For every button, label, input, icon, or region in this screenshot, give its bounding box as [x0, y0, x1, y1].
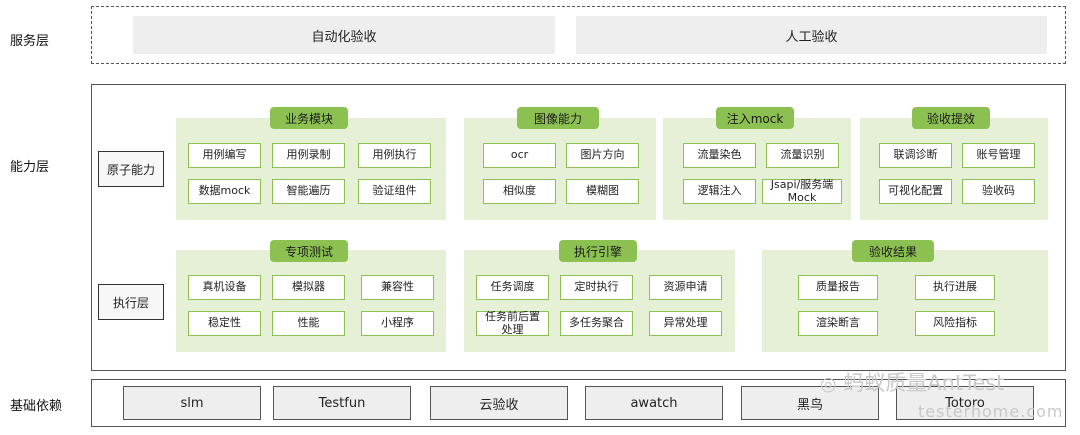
- inject-mock-panel: [663, 118, 851, 220]
- efficiency-item: 验收码: [962, 179, 1035, 204]
- wechat-icon: ◎: [820, 373, 837, 395]
- business-module-panel: [176, 118, 446, 220]
- base-item: 黑鸟: [741, 386, 879, 420]
- service-layer-frame: [91, 6, 1066, 64]
- engine-item: 任务前后置 处理: [476, 309, 549, 336]
- image-item: 模糊图: [566, 179, 639, 204]
- result-item: 渲染断言: [798, 311, 878, 336]
- base-item: Totoro: [896, 386, 1034, 420]
- special-item: 真机设备: [188, 275, 261, 300]
- engine-item-text: 任务前后置 处理: [485, 309, 540, 336]
- special-item: 性能: [272, 311, 345, 336]
- business-item: 用例执行: [358, 143, 431, 168]
- atomic-capability-label: 原子能力: [98, 151, 164, 187]
- special-item: 模拟器: [272, 275, 345, 300]
- engine-item: 定时执行: [560, 275, 633, 300]
- business-item: 用例编写: [188, 143, 261, 168]
- base-item: 云验收: [430, 386, 568, 420]
- special-testing-title: 专项测试: [270, 240, 348, 262]
- acceptance-result-panel: [762, 250, 1048, 352]
- inject-item: Jsapi/服务端 Mock: [762, 177, 842, 204]
- inject-mock-title: 注入mock: [716, 107, 794, 129]
- inject-item: 逻辑注入: [683, 179, 756, 204]
- acceptance-result-title: 验收结果: [852, 240, 934, 262]
- image-item: 相似度: [483, 179, 556, 204]
- efficiency-item: 可视化配置: [879, 179, 952, 204]
- acceptance-efficiency-panel: [860, 118, 1048, 220]
- execution-layer-label: 执行层: [98, 284, 164, 320]
- auto-acceptance-box: 自动化验收: [133, 16, 555, 54]
- engine-item: 资源申请: [649, 275, 722, 300]
- efficiency-item: 账号管理: [962, 143, 1035, 168]
- special-item: 小程序: [361, 311, 434, 336]
- base-item: Testfun: [273, 386, 411, 420]
- special-item: 兼容性: [361, 275, 434, 300]
- acceptance-efficiency-title: 验收提效: [912, 107, 990, 129]
- image-item: 图片方向: [566, 143, 639, 168]
- manual-acceptance-box: 人工验收: [576, 16, 1047, 54]
- inject-item-text: Jsapi/服务端 Mock: [770, 177, 834, 204]
- service-layer-label: 服务层: [10, 34, 50, 49]
- inject-item: 流量染色: [683, 143, 756, 168]
- inject-item: 流量识别: [766, 143, 839, 168]
- business-module-title: 业务模块: [270, 107, 348, 129]
- image-item: ocr: [483, 143, 556, 168]
- business-item: 用例录制: [272, 143, 345, 168]
- result-item: 执行进展: [915, 275, 995, 300]
- business-item: 验证组件: [358, 179, 431, 204]
- base-item: awatch: [585, 386, 723, 420]
- business-item: 智能遍历: [272, 179, 345, 204]
- capability-layer-label: 能力层: [10, 160, 50, 175]
- capability-layer-frame: [91, 84, 1066, 371]
- engine-item: 任务调度: [476, 275, 549, 300]
- special-item: 稳定性: [188, 311, 261, 336]
- base-layer-frame: [91, 379, 1066, 427]
- business-item: 数据mock: [188, 179, 261, 204]
- result-item: 风险指标: [915, 311, 995, 336]
- watermark: ◎ 蚂蚁质量AntTest: [820, 373, 1005, 394]
- special-testing-panel: [176, 250, 446, 352]
- watermark-sub: testerhome.com: [918, 402, 1064, 421]
- engine-item: 异常处理: [649, 311, 722, 336]
- execution-engine-title: 执行引擎: [559, 240, 637, 262]
- image-capability-title: 图像能力: [517, 107, 599, 129]
- image-capability-panel: [464, 118, 656, 220]
- efficiency-item: 联调诊断: [879, 143, 952, 168]
- execution-engine-panel: [464, 250, 735, 352]
- result-item: 质量报告: [798, 275, 878, 300]
- base-item: slm: [123, 386, 261, 420]
- engine-item: 多任务聚合: [560, 311, 633, 336]
- watermark-text: 蚂蚁质量AntTest: [843, 371, 1005, 395]
- base-layer-label: 基础依赖: [10, 399, 63, 414]
